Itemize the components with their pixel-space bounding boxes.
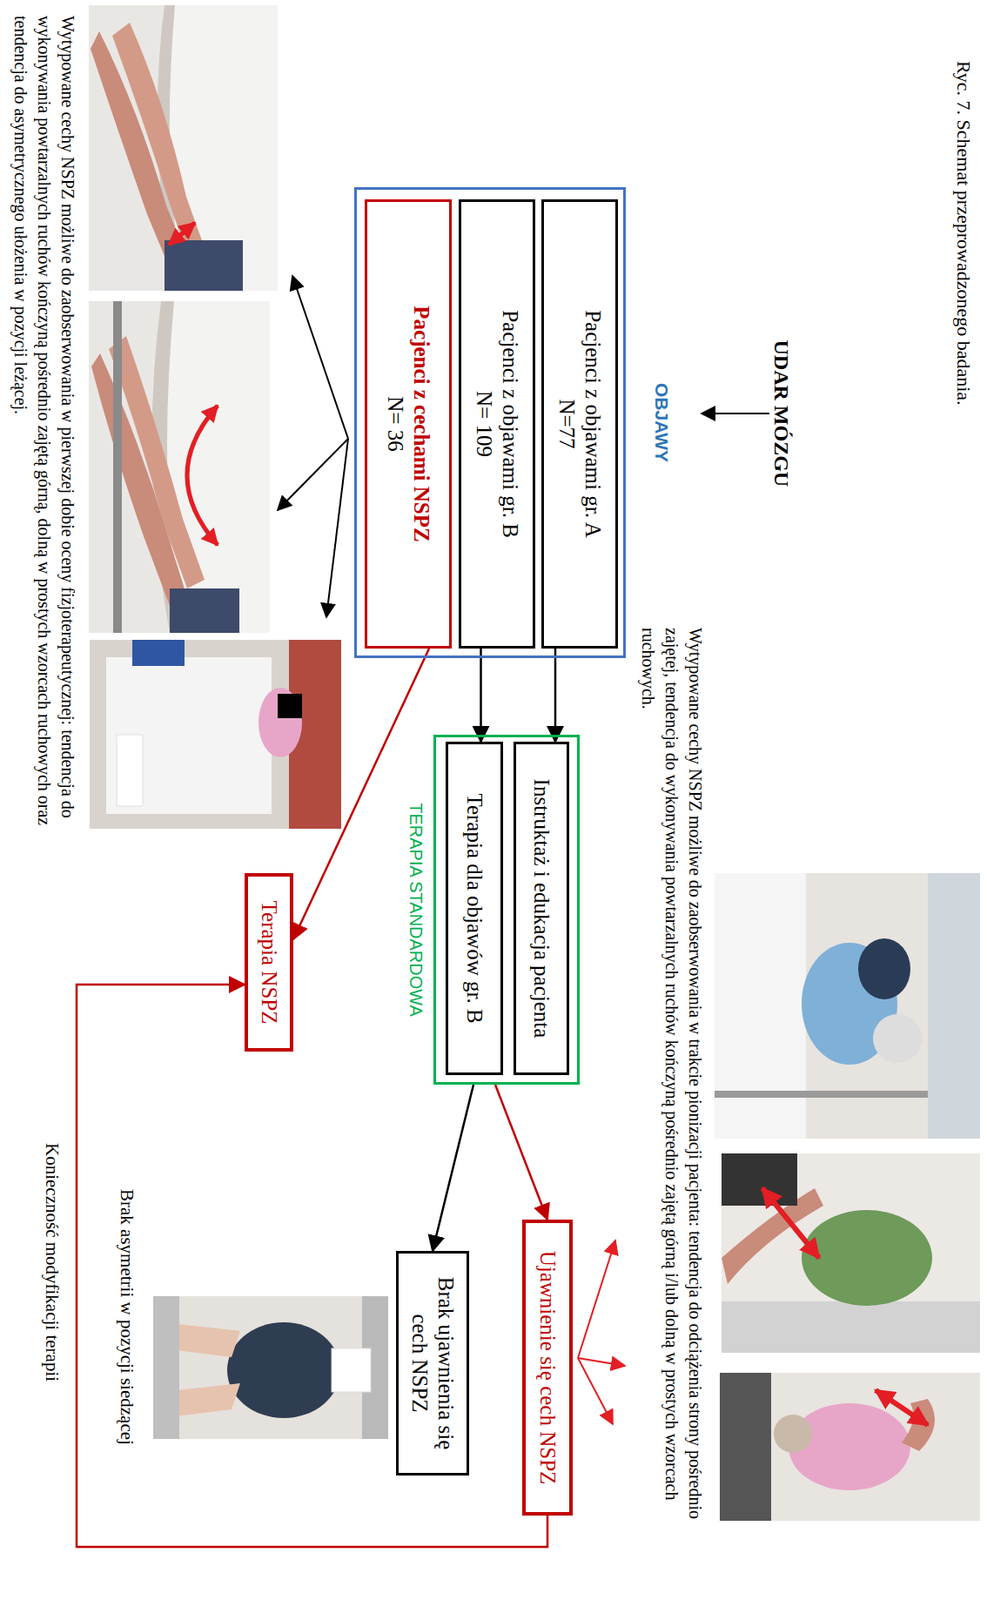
leader-arrow [577,1357,625,1366]
photo-shape [719,1372,772,1521]
photo-shape [721,1153,798,1206]
photo-shape [801,1209,933,1306]
photo-shape [277,693,303,719]
process-box: Brak ujawnienia się cech NSPZ [396,1250,470,1476]
photo-caption: Wytypowane cechy NSPZ możliwe do zaobser… [636,627,707,1525]
photo-shape [89,639,342,829]
process-box: Terapia dla objawów gr. B [445,741,504,1075]
photo-shape [106,657,272,814]
box-text: Pacjenci z objawami gr. B [496,309,524,538]
photo [721,1153,981,1353]
photo-shape [714,1090,928,1098]
group-heading: TERAPIA STANDARDOWA [405,737,426,1082]
leader-arrow [326,438,349,618]
edge-note: Konieczność modyfikacji terapii [40,1142,63,1382]
photo-shape [187,405,218,545]
photo-shape [168,222,195,245]
leader-arrow [577,1240,616,1358]
photo-shape [773,1414,813,1453]
photo-shape [858,938,911,1000]
photo-shape [714,872,981,1139]
photo-shape [901,1398,935,1451]
count-text: N= 109 [470,390,497,457]
photo [714,872,981,1139]
photo [719,1372,981,1521]
process-box: Pacjenci z objawami gr. AN=77 [541,199,618,649]
photo-note: Brak asymetrii w pozycji siedzącej [115,1188,138,1445]
highlight-box: Pacjenci z cechami NSPZN= 36 [364,199,452,649]
photo-caption: Wytypowane cechy NSPZ możliwe do zaobser… [8,15,80,839]
box-text: Pacjenci z objawami gr. A [579,309,606,538]
leader-arrow [292,275,349,439]
photo-shape [714,872,806,1139]
photo [89,639,342,829]
start-label: UDAR MÓZGU [768,340,794,488]
photo-shape [927,872,981,1139]
photo-shape [132,639,185,666]
box-text: Terapia NSPZ [255,900,282,1025]
photo-shape [113,301,122,633]
photo-shape [88,5,278,291]
box-text: Pacjenci z cechami NSPZ [408,305,435,542]
connector-arrow [495,1084,548,1220]
photo-shape [719,1372,981,1521]
photo-shape [762,1188,820,1258]
photo [153,1295,389,1439]
photo-shape [721,1153,981,1353]
group-box: OBJAWYPacjenci z objawami gr. AN=77Pacje… [354,187,626,658]
group-heading: OBJAWY [651,189,672,656]
leader-arrow [577,1357,613,1424]
photo-shape [88,301,270,633]
connector-arrow [479,648,483,742]
leader-arrow [277,438,349,511]
box-text: Ujawnienie się cech NSPZ [534,1250,561,1485]
box-text: Terapia dla objawów gr. B [461,792,488,1023]
count-text: N= 36 [382,396,409,451]
photo-shape [258,687,303,758]
photo-shape [721,1301,981,1353]
connector-arrow [554,648,558,742]
photo-shape [164,240,243,291]
connector-arrow [432,1084,474,1251]
process-box: Instruktaż i edukacja pacjenta [513,741,570,1075]
group-box: TERAPIA STANDARDOWAInstruktaż i edukacja… [433,734,580,1085]
photo [88,5,278,291]
count-text: N=77 [553,398,580,449]
photo [88,301,270,633]
photo-shape [875,1389,928,1425]
photo-shape [112,22,209,265]
photo-shape [116,734,143,806]
highlight-box: Ujawnienie się cech NSPZ [522,1219,573,1516]
photo-shape [331,1348,371,1392]
photo-shape [153,1295,389,1439]
box-text: Instruktaż i edukacja pacjenta [528,778,555,1039]
photo-shape [153,1295,180,1439]
photo-shape [169,588,240,633]
leader-arrow [701,412,770,415]
photo-shape [872,1013,922,1063]
box-text: Brak ujawnienia się cech NSPZ [406,1265,459,1461]
process-box: Pacjenci z objawami gr. BN= 109 [458,199,536,649]
photo-shape [227,1322,341,1418]
figure-title: Ryc. 7. Schemat przeprowadzonego badania… [952,60,975,406]
highlight-box: Terapia NSPZ [244,872,294,1052]
